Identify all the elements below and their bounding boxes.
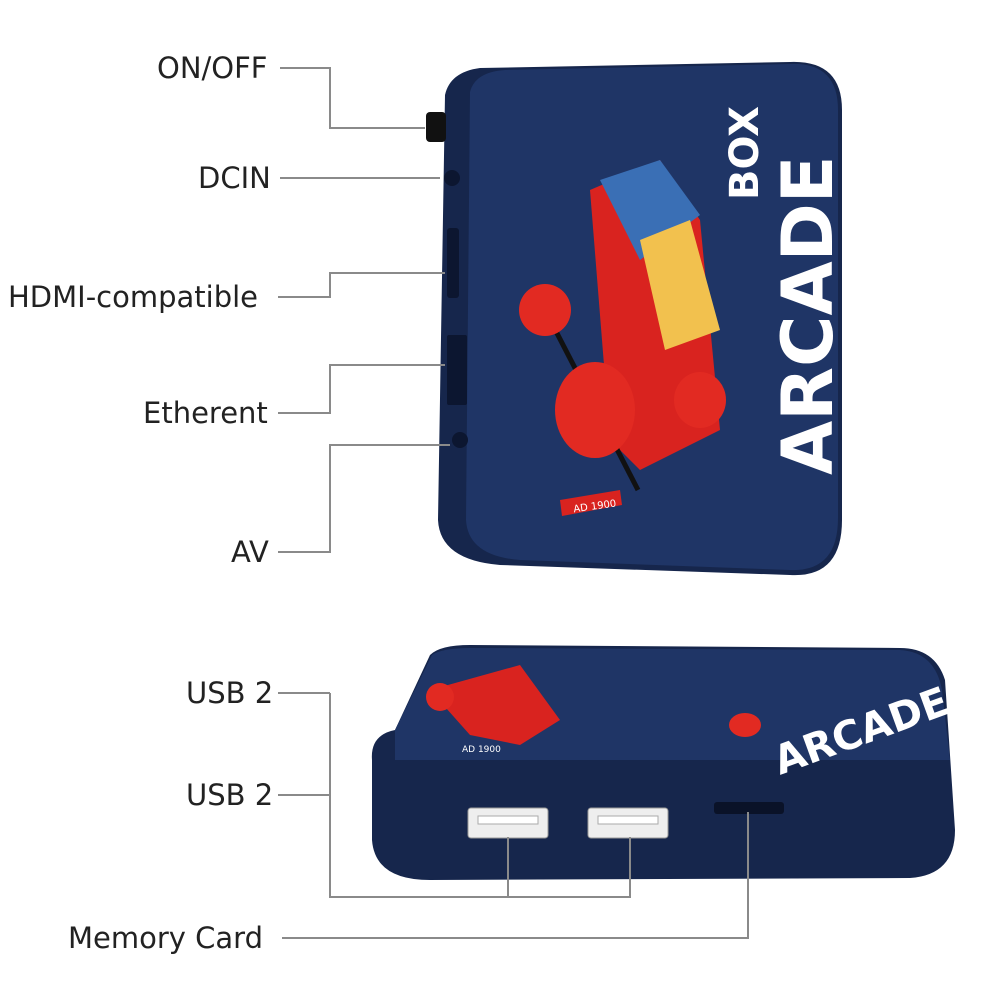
ethernet-port — [447, 335, 467, 405]
device-front-view: AD 1900 ARCADE — [371, 645, 955, 880]
label-dcin: DCIN — [198, 161, 271, 195]
dcin-port — [444, 170, 460, 186]
power-button — [426, 112, 446, 142]
leader-lines — [278, 67, 749, 939]
brand-arcade: ARCADE — [767, 155, 849, 475]
label-ethernet: Etherent — [143, 396, 268, 430]
label-on-off: ON/OFF — [157, 51, 268, 85]
hdmi-port — [447, 228, 459, 298]
memory-card-slot — [714, 802, 784, 814]
brand-box: BOX — [722, 106, 768, 200]
label-usb-1: USB 2 — [186, 676, 274, 710]
model-badge — [560, 490, 622, 516]
av-port — [452, 432, 468, 448]
label-usb-2: USB 2 — [186, 778, 274, 812]
label-memory-card: Memory Card — [68, 921, 263, 955]
device-top-view: AD 1900 ARCADE BOX — [426, 61, 849, 576]
model-badge-small: AD 1900 — [462, 745, 501, 755]
label-hdmi: HDMI-compatible — [8, 280, 259, 314]
label-av: AV — [231, 535, 269, 569]
